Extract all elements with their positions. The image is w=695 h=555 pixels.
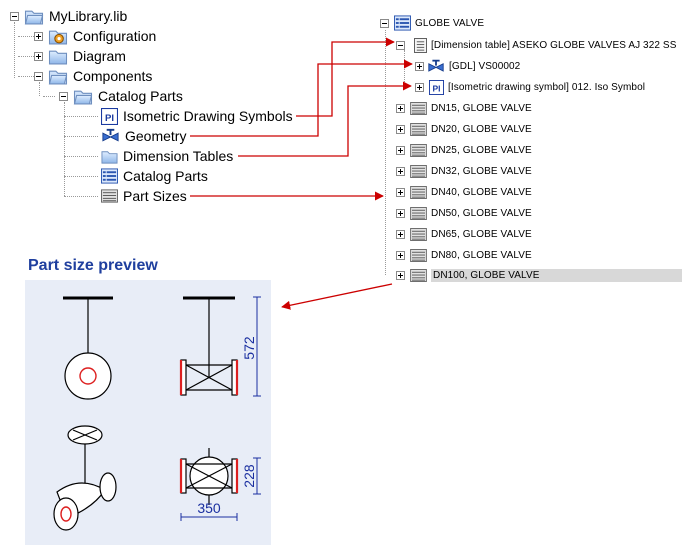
- tree-node-label: Part Sizes: [123, 188, 187, 204]
- tree-node-label: DN15, GLOBE VALVE: [431, 102, 532, 114]
- tree-node-catalog-parts[interactable]: Catalog Parts: [101, 167, 208, 185]
- tree-node-label: Isometric Drawing Symbols: [123, 108, 293, 124]
- tree-node-label: DN25, GLOBE VALVE: [431, 144, 532, 156]
- arrow-preview: [281, 283, 393, 310]
- preview-title: Part size preview: [28, 257, 158, 274]
- expand-icon[interactable]: [415, 82, 424, 92]
- collapse-icon[interactable]: [34, 71, 43, 81]
- collapse-icon[interactable]: [380, 18, 389, 28]
- iso-flange-left: [53, 497, 79, 531]
- expand-icon[interactable]: [396, 145, 405, 155]
- tree-node-label: DN32, GLOBE VALVE: [431, 165, 532, 177]
- tree-node-label: DN100, GLOBE VALVE: [431, 268, 682, 282]
- tree-node-label: DN50, GLOBE VALVE: [431, 207, 532, 219]
- expand-icon[interactable]: [34, 31, 43, 41]
- arrow-iso-symbols: [296, 37, 395, 117]
- tree-node-label: MyLibrary.lib: [49, 8, 128, 24]
- arrow-dimension-tables: [238, 81, 412, 157]
- tree-node-label: Configuration: [73, 28, 157, 44]
- tree-line: [64, 116, 98, 117]
- tree-node-label: DN40, GLOBE VALVE: [431, 186, 532, 198]
- expand-icon[interactable]: [396, 250, 405, 260]
- collapse-icon[interactable]: [396, 40, 405, 50]
- tree-node-part-sizes[interactable]: Part Sizes: [101, 187, 187, 205]
- valve-drawing: 572 228 350: [53, 296, 261, 531]
- tree-line: [39, 82, 40, 96]
- iso-bore: [60, 506, 72, 522]
- collapse-icon[interactable]: [10, 11, 19, 21]
- bore-circle: [79, 367, 97, 385]
- tree-node-root[interactable]: MyLibrary.lib: [10, 7, 127, 25]
- tree-node-components[interactable]: Components: [34, 67, 152, 85]
- dimension-label-height: 572: [241, 336, 257, 360]
- tree-node-dimension-table[interactable]: [Dimension table] ASEKO GLOBE VALVES AJ …: [396, 36, 676, 54]
- tree-node-label: Dimension Tables: [123, 148, 234, 164]
- tree-line: [18, 36, 34, 37]
- handwheel-spoke: [72, 429, 98, 441]
- dimension-label-small: 228: [241, 464, 257, 488]
- tree-node-label: DN20, GLOBE VALVE: [431, 123, 532, 135]
- tree-node-label: Catalog Parts: [98, 88, 183, 104]
- tree-node-label: DN65, GLOBE VALVE: [431, 228, 532, 240]
- expand-icon[interactable]: [34, 51, 43, 61]
- dimension-label-width: 350: [197, 500, 221, 516]
- tree-node-iso-symbols[interactable]: Isometric Drawing Symbols: [101, 107, 293, 125]
- expand-icon[interactable]: [415, 61, 424, 71]
- tree-node-configuration[interactable]: Configuration: [34, 27, 156, 45]
- tree-node-size[interactable]: DN40, GLOBE VALVE: [396, 183, 532, 201]
- expand-icon[interactable]: [396, 103, 405, 113]
- tree-line: [64, 102, 65, 196]
- tree-node-size[interactable]: DN20, GLOBE VALVE: [396, 120, 532, 138]
- tree-node-catalog-parts-folder[interactable]: Catalog Parts: [59, 87, 183, 105]
- expand-icon[interactable]: [396, 124, 405, 134]
- tree-node-size[interactable]: DN32, GLOBE VALVE: [396, 162, 532, 180]
- expand-icon[interactable]: [396, 208, 405, 218]
- tree-line: [18, 76, 34, 77]
- valve-body-circle: [64, 352, 112, 400]
- tree-node-geometry[interactable]: Geometry: [101, 127, 186, 145]
- tree-line: [43, 96, 55, 97]
- tree-node-label: DN80, GLOBE VALVE: [431, 249, 532, 261]
- tree-node-label: GLOBE VALVE: [415, 17, 485, 29]
- expand-icon[interactable]: [396, 187, 405, 197]
- tree-node-globe-valve[interactable]: GLOBE VALVE: [380, 14, 484, 32]
- body-line: [185, 463, 233, 489]
- tree-line: [64, 136, 98, 137]
- tree-node-size-selected[interactable]: DN100, GLOBE VALVE: [396, 266, 682, 284]
- tree-node-label: [GDL] VS00002: [449, 60, 521, 72]
- expand-icon[interactable]: [396, 229, 405, 239]
- tree-line: [64, 196, 98, 197]
- tree-node-label: Geometry: [125, 128, 187, 144]
- tree-node-size[interactable]: DN65, GLOBE VALVE: [396, 225, 532, 243]
- expand-icon[interactable]: [396, 166, 405, 176]
- iso-flange-right: [99, 472, 117, 502]
- tree-line: [64, 176, 98, 177]
- tree-node-diagram[interactable]: Diagram: [34, 47, 126, 65]
- tree-line: [14, 22, 15, 78]
- tree-node-size[interactable]: DN25, GLOBE VALVE: [396, 141, 532, 159]
- tree-node-iso-symbol[interactable]: [Isometric drawing symbol] 012. Iso Symb…: [415, 78, 645, 96]
- arrow-geometry: [190, 59, 413, 137]
- tree-node-size[interactable]: DN50, GLOBE VALVE: [396, 204, 532, 222]
- tree-node-size[interactable]: DN80, GLOBE VALVE: [396, 246, 532, 264]
- tree-line: [64, 156, 98, 157]
- tree-node-label: Catalog Parts: [123, 168, 208, 184]
- tree-node-label: Components: [73, 68, 153, 84]
- tree-node-gdl[interactable]: [GDL] VS00002: [415, 57, 520, 75]
- tree-line: [385, 30, 386, 275]
- body-line: [185, 364, 233, 391]
- part-size-preview: 572 228 350: [25, 280, 271, 545]
- expand-icon[interactable]: [396, 270, 405, 280]
- collapse-icon[interactable]: [59, 91, 68, 101]
- tree-node-label: [Dimension table] ASEKO GLOBE VALVES AJ …: [431, 39, 677, 51]
- tree-node-label: Diagram: [73, 48, 126, 64]
- tree-line: [18, 56, 34, 57]
- tree-node-dimension-tables[interactable]: Dimension Tables: [101, 147, 233, 165]
- tree-node-label: [Isometric drawing symbol] 012. Iso Symb…: [448, 81, 646, 93]
- tree-node-size[interactable]: DN15, GLOBE VALVE: [396, 99, 532, 117]
